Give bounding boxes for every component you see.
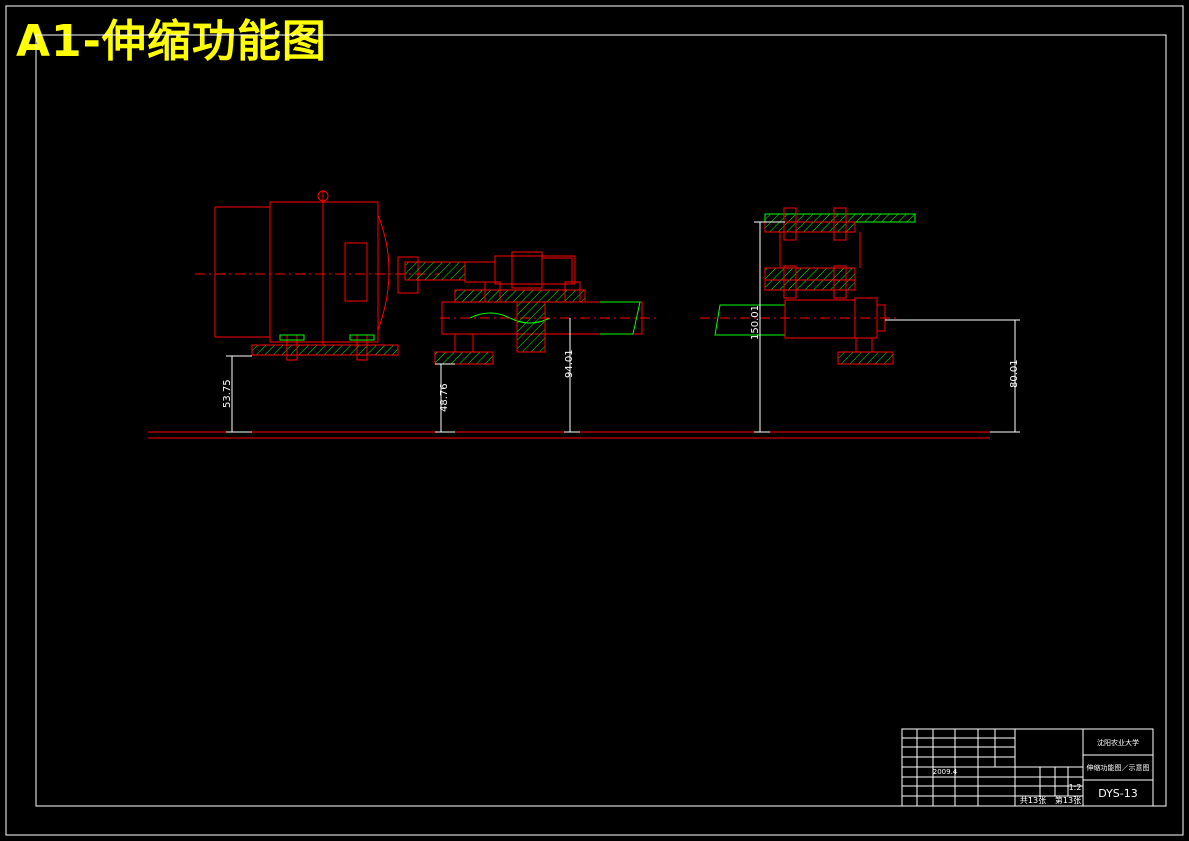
- dimension-lines: [226, 221, 1020, 433]
- dim-left-bearing-height: 48.76: [439, 383, 450, 412]
- dim-motor-height: 53.75: [222, 379, 233, 408]
- tb-drawing-number: DYS-13: [1098, 787, 1138, 800]
- tb-date: 2009.4: [933, 768, 958, 776]
- dim-shaft-height: 94.01: [564, 349, 575, 378]
- tb-sheet-index: 第13张: [1055, 795, 1081, 805]
- tb-drawing-name: 伸缩功能图／示意图: [1087, 763, 1150, 772]
- motor-assembly: [195, 190, 440, 361]
- dim-upper-assembly-height: 150.01: [750, 305, 761, 340]
- tb-sheet-total: 共13张: [1020, 796, 1046, 805]
- coupling-gearbox: [397, 251, 660, 365]
- drawing-title: A1-伸缩功能图: [16, 16, 327, 67]
- telescopic-assembly: [700, 207, 916, 365]
- dim-right-bearing-height: 80.01: [1009, 359, 1020, 388]
- ground-lines: [148, 431, 990, 439]
- tb-scale: 1:2: [1069, 783, 1082, 792]
- outer-border: [5, 5, 1184, 836]
- inner-border: [35, 34, 1167, 807]
- tb-school: 沈阳农业大学: [1097, 738, 1139, 747]
- title-block: [901, 728, 1154, 807]
